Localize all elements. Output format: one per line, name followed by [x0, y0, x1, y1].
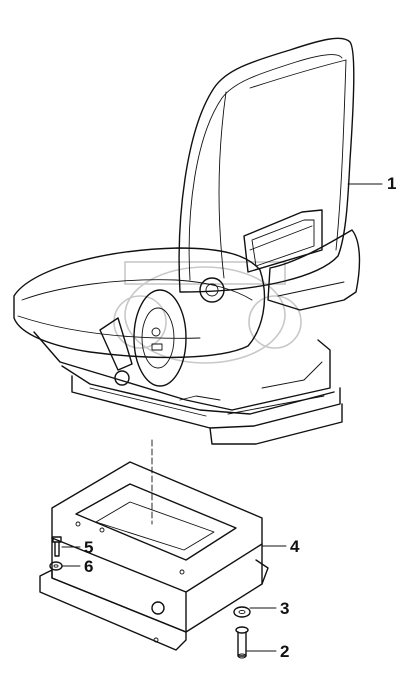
washer: [233, 606, 251, 618]
callout-label-1: 1: [387, 174, 397, 193]
recline-adjuster-knob: [99, 277, 225, 387]
seat-base-bracket: [39, 461, 269, 651]
small-bolt: [52, 536, 62, 557]
watermark-emblem: [113, 261, 302, 364]
callout-label-3: 3: [280, 599, 290, 618]
seat-suspension-base: [33, 331, 343, 445]
leader-lines: [61, 183, 383, 652]
callout-label-2: 2: [280, 642, 290, 661]
callout-label-5: 5: [84, 538, 94, 557]
seat-backrest: [178, 37, 355, 293]
callout-label-4: 4: [290, 537, 300, 556]
callout-label-6: 6: [84, 557, 94, 576]
seat-cushion: [13, 229, 361, 359]
bolt: [235, 626, 249, 659]
